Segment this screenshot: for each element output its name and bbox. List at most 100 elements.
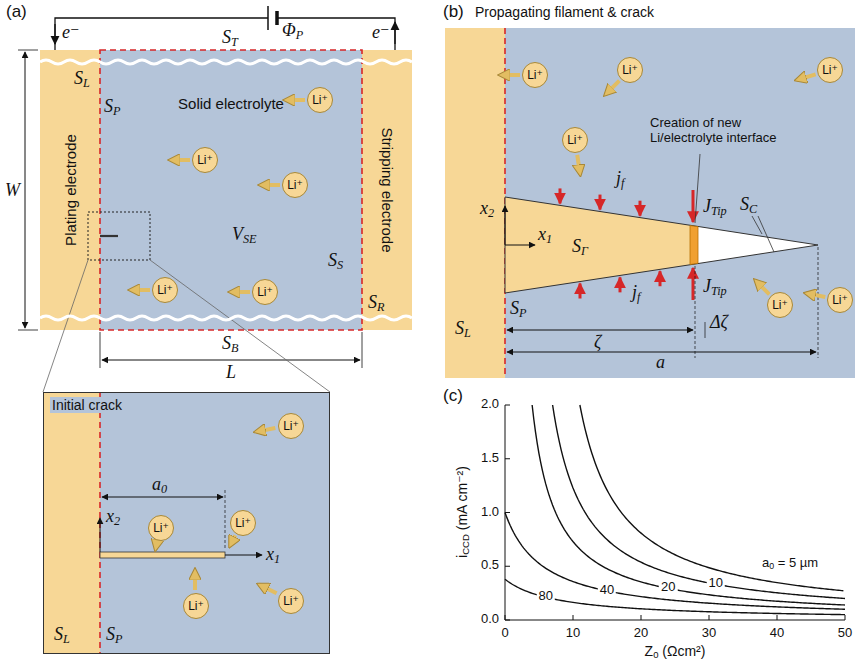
ion-label: Li⁺ bbox=[197, 154, 213, 166]
panel-letter: (c) bbox=[443, 386, 463, 406]
ion-label: Li⁺ bbox=[822, 64, 838, 76]
flux-arrow bbox=[639, 201, 642, 216]
tick bbox=[845, 615, 846, 620]
flux-symbol: JTip bbox=[703, 196, 727, 217]
ccd-curve bbox=[580, 405, 844, 591]
ion-flux-arrow bbox=[130, 288, 150, 292]
ion-label: Li⁺ bbox=[235, 517, 251, 529]
panel-letter: (b) bbox=[443, 2, 464, 22]
region-label: Plating electrode bbox=[62, 134, 79, 246]
subscript: 1 bbox=[274, 552, 280, 566]
ion-label: Li⁺ bbox=[287, 179, 303, 191]
text-part: S bbox=[74, 68, 83, 88]
ccd-curve bbox=[553, 405, 845, 598]
subscript: C bbox=[749, 202, 757, 216]
lithium-filament bbox=[505, 197, 695, 293]
text-part: S bbox=[54, 624, 63, 644]
lithium-ion: Li⁺ bbox=[152, 277, 178, 303]
tick-label: 0 bbox=[501, 626, 508, 641]
tick bbox=[777, 615, 778, 620]
curve-label: 20 bbox=[659, 580, 677, 595]
zoom-line bbox=[150, 260, 330, 392]
dimension-tick bbox=[18, 330, 38, 331]
surface-symbol: SΓ bbox=[572, 236, 588, 257]
text-part: S bbox=[740, 194, 749, 214]
subscript: f bbox=[637, 290, 640, 304]
subscript: Γ bbox=[581, 244, 588, 258]
text-part: x bbox=[480, 198, 488, 218]
dimension-line bbox=[102, 497, 223, 498]
x-axis bbox=[505, 620, 845, 621]
subscript: 0 bbox=[653, 649, 658, 660]
dimension-label: Δζ bbox=[710, 312, 728, 333]
region-label: Stripping electrode bbox=[379, 127, 396, 252]
tick-label: 0.0 bbox=[481, 612, 499, 627]
break-line bbox=[40, 316, 412, 320]
curve-label: 80 bbox=[537, 589, 555, 604]
axis-label: x1 bbox=[538, 224, 552, 245]
panel-heading: Initial crack bbox=[50, 397, 124, 413]
axis-label: x1 bbox=[266, 544, 280, 565]
ion-flux-arrow bbox=[256, 428, 276, 432]
plating-electrode: Plating electrode bbox=[40, 50, 100, 330]
cell-schematic bbox=[18, 6, 412, 392]
leader-line bbox=[695, 154, 700, 223]
tick bbox=[505, 615, 506, 620]
surface-symbol: SR bbox=[368, 292, 384, 313]
ion-flux-arrow bbox=[260, 183, 280, 187]
text-part: Φ bbox=[282, 20, 296, 40]
dimension-tick bbox=[818, 247, 819, 358]
text-part: x bbox=[266, 544, 274, 564]
dimension-label: a0 bbox=[152, 474, 167, 495]
ion-flux-arrow bbox=[170, 158, 190, 162]
tick-label: 2.0 bbox=[481, 397, 499, 412]
curve-label: a0 = 5 µm bbox=[760, 556, 820, 571]
text-part: S bbox=[328, 250, 337, 270]
dimension-line bbox=[25, 52, 26, 328]
text-part: S bbox=[368, 292, 377, 312]
battery-symbol bbox=[267, 6, 269, 30]
curve-label: 10 bbox=[707, 576, 725, 591]
electrolyte-fill bbox=[43, 392, 330, 654]
ccd-chart bbox=[505, 405, 845, 620]
surface-symbol: ST bbox=[222, 27, 238, 48]
lithium-ion: Li⁺ bbox=[252, 279, 278, 305]
filament-drawing bbox=[445, 28, 855, 378]
text-part: j bbox=[632, 282, 637, 302]
dimension-tick bbox=[705, 322, 706, 338]
ion-flux-arrow bbox=[500, 73, 520, 77]
lithium-ion: Li⁺ bbox=[278, 588, 304, 614]
lithium-ion: Li⁺ bbox=[817, 57, 843, 83]
flux-arrow bbox=[659, 271, 662, 286]
small-crack bbox=[100, 235, 118, 237]
subscript: Tip bbox=[711, 284, 727, 298]
subscript: 0 bbox=[161, 482, 167, 496]
ion-flux-arrow bbox=[796, 74, 815, 80]
break-line bbox=[40, 60, 412, 64]
boundary-dashed bbox=[99, 392, 101, 654]
axis-title: Z0 (Ωcm²) bbox=[645, 643, 706, 659]
dimension-tick bbox=[18, 50, 38, 51]
subscript: 2 bbox=[114, 514, 120, 528]
volume-symbol: VSE bbox=[232, 224, 257, 245]
ion-flux-arrow bbox=[230, 535, 235, 546]
subscript: L bbox=[464, 326, 471, 340]
flux-arrow bbox=[692, 190, 695, 222]
zoom-line bbox=[43, 260, 88, 392]
ion-flux-arrow bbox=[806, 293, 826, 297]
surface-symbol: SB bbox=[222, 333, 238, 354]
tick bbox=[505, 620, 510, 621]
tick-label: 1.0 bbox=[481, 505, 499, 520]
boundary-dashed bbox=[100, 50, 362, 330]
generated-strokes bbox=[40, 60, 845, 620]
text-part: a bbox=[152, 474, 161, 494]
wire bbox=[55, 18, 268, 50]
zoom-box bbox=[88, 212, 150, 260]
curve-label: 40 bbox=[598, 583, 616, 598]
text-part: x bbox=[538, 224, 546, 244]
lithium-ion: Li⁺ bbox=[183, 593, 209, 619]
tick bbox=[505, 405, 510, 406]
lithium-ion: Li⁺ bbox=[617, 57, 643, 83]
ion-label: Li⁺ bbox=[283, 420, 299, 432]
